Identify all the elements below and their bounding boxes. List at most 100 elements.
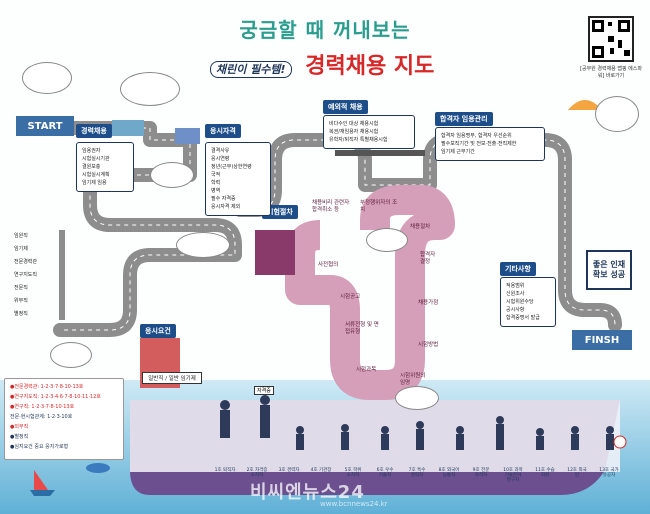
certificate-sign: 자격증 (254, 386, 274, 395)
snake-label: 시험공고 (340, 294, 361, 300)
watermark-url: www.bcnnews24.kr (320, 500, 388, 508)
snake-label: 사전협의 (318, 262, 339, 268)
speech-bubble (120, 72, 180, 106)
speech-bubble (395, 386, 439, 410)
panel-item: 결원보충 (82, 164, 101, 170)
panel-item: 필수 자격증 (211, 196, 236, 202)
panel-item: 결격사유 (211, 148, 230, 154)
sailboat-icon (34, 470, 48, 490)
panel-item: 시험실시기관 (82, 156, 110, 162)
snake-label: 채용비리 관련자 합격취소 등 (312, 200, 350, 213)
panel-appointment: 합격자 임용명부, 합격자 우선순위 필수보직기간 및 전보·전출·전직제한 임… (435, 127, 545, 161)
panel-item: 복권/재임용자 채용시험 (329, 129, 379, 135)
finish-sign: FINSH (572, 330, 632, 350)
box-line: ●연구직: 1·2·3·7·8·10·13호 (10, 404, 75, 410)
title-line2: 채린이 필수템! 경력채용 지도 (210, 48, 480, 80)
title-line1: 궁금할 때 꺼내보는 (239, 18, 411, 42)
snake-label: 부정행위자의 조치 (360, 200, 398, 213)
snake-label: 합격자 결정 (420, 252, 436, 265)
ship-label: 2호 자격증 소지자 (246, 468, 268, 478)
box-line: ●연구지도직: 1·2·3·4·6·7·8·10·11·12호 (10, 394, 101, 400)
panel-exception: 비다수인 대상 채용시험 복권/재임용자 채용시험 유학자/퇴직자 특별채용시험 (323, 115, 415, 149)
road-label: 임기제 (14, 246, 28, 252)
panel-item: 공시사항 (506, 307, 525, 313)
panel-career: 임용권자 시험실시기관 결원보충 시험실시계획 임기제 임용 (76, 142, 134, 192)
job-category-box: ●전문경력관: 1·2·3·7·8·10·13호 ●연구지도직: 1·2·3·4… (4, 378, 124, 460)
start-sign: START (16, 116, 74, 136)
panel-item: 유학자/퇴직자 특별채용시험 (329, 137, 388, 143)
ship-label: 4호 기관장 (310, 468, 332, 473)
station-requirements: 응시요건 (140, 324, 176, 338)
panel-item: 필수보직기간 및 전보·전출·전직제한 (441, 141, 517, 147)
dolphin-icon (86, 463, 110, 473)
crowd-figures (220, 395, 614, 450)
panel-item: 국적 (211, 172, 221, 178)
station-career: 경력채용 (76, 124, 112, 138)
road-label: 별정직 (14, 311, 28, 317)
ship-label: 5호 학위 소지자 (344, 468, 362, 478)
speech-bubble (22, 62, 72, 94)
ship-label: 13호 국가 유공자 (599, 468, 619, 478)
panel-item: 합격증명서 발급 (506, 315, 540, 321)
panel-item: 적용범위 (506, 283, 525, 289)
flag-icon (613, 435, 627, 449)
panel-item: 병역 (211, 188, 221, 194)
snake-label: 채용가점 (418, 300, 439, 306)
ship-label: 12호 외국인 (567, 468, 587, 478)
panel-qualification: 결격사유 응시연령 정년(근무)상한연령 국적 학력 병역 필수 자격증 응시자… (205, 142, 271, 216)
rail-track (335, 150, 425, 156)
qr-caption: [공무원 경력채용 맵핑 에스파워] 바로가기 (580, 66, 642, 79)
ship-label: 9호 전문 자격자 (472, 468, 490, 478)
box-line: ●전문경력관: 1·2·3·7·8·10·13호 (10, 384, 84, 390)
snake-label: 서류전형 및 면접유형 (345, 322, 379, 335)
watermark: 비씨엔뉴스24 (250, 482, 365, 503)
road-label: 위무직 (14, 298, 28, 304)
ship-deck (130, 400, 620, 472)
career-building (112, 120, 144, 136)
road-label: 임원직 (14, 233, 28, 239)
speech-bubble (366, 228, 408, 252)
panel-item: 합격자 임용명부, 합격자 우선순위 (441, 133, 512, 139)
panel-item: 비다수인 대상 채용시험 (329, 121, 379, 127)
speech-bubble (50, 342, 92, 368)
station-appointment: 합격자 임용관리 (435, 112, 493, 126)
speech-bubble (595, 96, 639, 132)
box-line: ●외무직 (10, 424, 29, 430)
best-talent-badge: 좋은 인재 확보 성공 (586, 250, 632, 290)
panel-item: 학력 (211, 180, 221, 186)
panel-item: 시험위원수당 (506, 299, 534, 305)
parachute-icon (568, 100, 602, 110)
ship-label: 11호 수습직원 (535, 468, 555, 478)
box-line: ●심지요건 중요 응지가로형 (10, 444, 69, 450)
snake-label: 시험방법 (418, 342, 439, 348)
snake-label: 시험과목 (356, 367, 377, 373)
box-line: ●별정직 (10, 434, 29, 440)
qr-code-icon[interactable] (588, 16, 634, 62)
qualification-building (175, 128, 200, 144)
panel-item: 응시자격 제외 (211, 204, 241, 210)
road-label: 전문경력관 (14, 259, 38, 265)
snake-path (285, 185, 455, 400)
ship-label: 10호 과학기술분야 연구자 (503, 468, 523, 483)
panel-item: 신원조사 (506, 291, 525, 297)
snake-label: 채용절차 (410, 224, 431, 230)
title-main: 경력채용 지도 (305, 54, 435, 79)
panel-item: 임용권자 (82, 148, 101, 154)
panel-others: 적용범위 신원조사 시험위원수당 공시사항 합격증명서 발급 (500, 277, 556, 327)
exam-building (255, 230, 295, 275)
panel-item: 시험실시계획 (82, 172, 110, 178)
station-others: 기타사항 (500, 262, 536, 276)
panel-item: 임기제 임용 (82, 180, 107, 186)
speech-bubble (176, 232, 230, 258)
station-qualification: 응시자격 (205, 124, 241, 138)
panel-item: 응시연령 (211, 156, 230, 162)
box-line: 전문·현시험관계: 1·2·3·10호 (10, 414, 73, 420)
ship-label: 7호 특수 경력자 (408, 468, 426, 478)
requirements-sign: 일반직 / 일반 임기제 (142, 372, 202, 384)
speech-bubble (150, 162, 194, 188)
road-label: 연구지도직 (14, 272, 38, 278)
ship-label: 6호 우수 기술자 (376, 468, 394, 478)
ship-label: 3호 경력자 (278, 468, 300, 473)
station-exception: 예외적 채용 (323, 100, 368, 114)
